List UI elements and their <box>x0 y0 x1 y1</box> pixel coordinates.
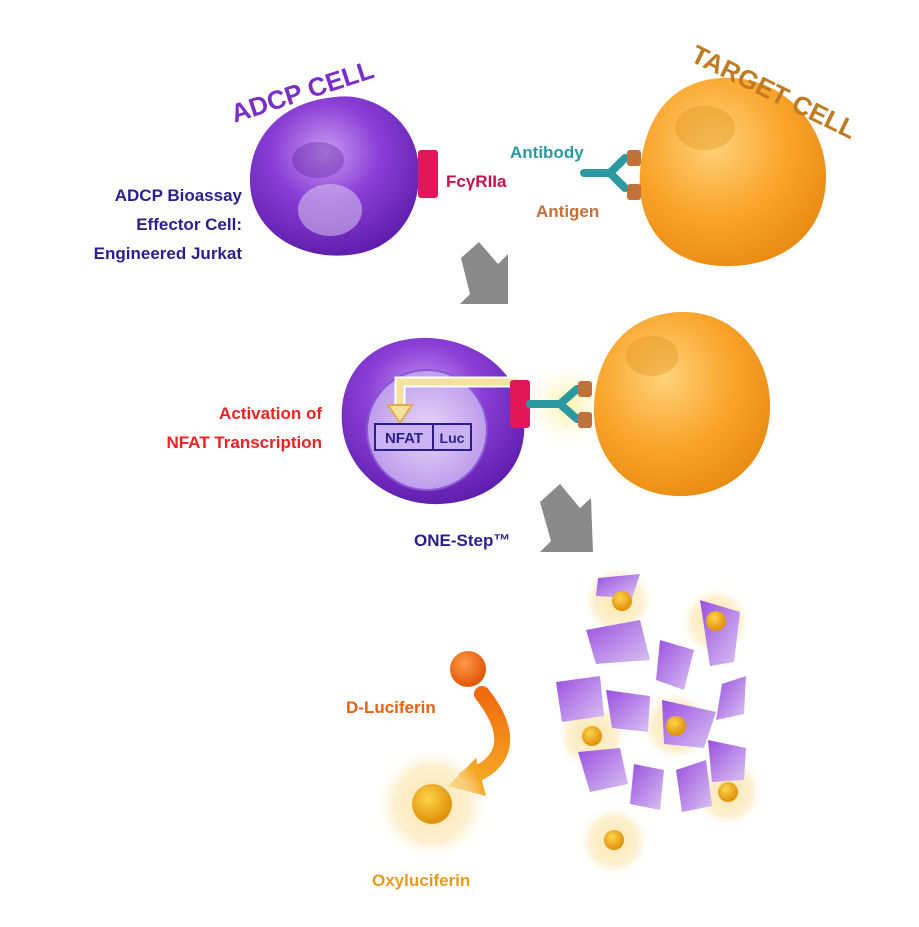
luc-label: Luc <box>440 430 465 446</box>
fcgr-receptor-activated <box>510 380 530 428</box>
antibody-bound <box>526 385 581 423</box>
adcp-cell-activated <box>341 337 525 505</box>
target-cell-bound <box>593 311 771 496</box>
effector-label-1: ADCP Bioassay <box>115 186 243 205</box>
oxyluciferin-label: Oxyluciferin <box>372 871 470 890</box>
d-luciferin-label: D-Luciferin <box>346 698 436 717</box>
luminescent-bead <box>612 591 632 611</box>
lysed-cell-fragments <box>556 567 762 875</box>
effector-label-2: Effector Cell: <box>136 215 242 234</box>
fcgr-receptor-top <box>418 150 438 198</box>
luminescent-bead <box>718 782 738 802</box>
antigen-label: Antigen <box>536 202 599 221</box>
adcp-cell-top <box>249 96 419 256</box>
luminescent-bead <box>706 611 726 631</box>
d-luciferin-molecule <box>450 651 486 687</box>
one-step-label: ONE-Step™ <box>414 531 510 550</box>
activation-label-1: Activation of <box>219 404 322 423</box>
process-arrow-2 <box>540 484 593 552</box>
antigen-bound <box>578 381 592 428</box>
process-arrow-1 <box>460 242 508 304</box>
antibody-label: Antibody <box>510 143 584 162</box>
activation-label-2: NFAT Transcription <box>166 433 322 452</box>
luminescent-bead <box>666 716 686 736</box>
luminescent-bead <box>582 726 602 746</box>
target-cell-top <box>639 77 827 267</box>
effector-label-3: Engineered Jurkat <box>94 244 243 263</box>
activation-signal-arrow <box>386 376 518 425</box>
nfat-luc-construct: NFAT Luc <box>374 423 472 451</box>
receptor-label: FcγRIIa <box>446 172 507 191</box>
nfat-label: NFAT <box>385 430 423 447</box>
oxyluciferin-molecule <box>412 784 452 824</box>
antigen-top <box>627 150 641 200</box>
antibody-top <box>580 154 629 192</box>
luminescent-bead <box>604 830 624 850</box>
